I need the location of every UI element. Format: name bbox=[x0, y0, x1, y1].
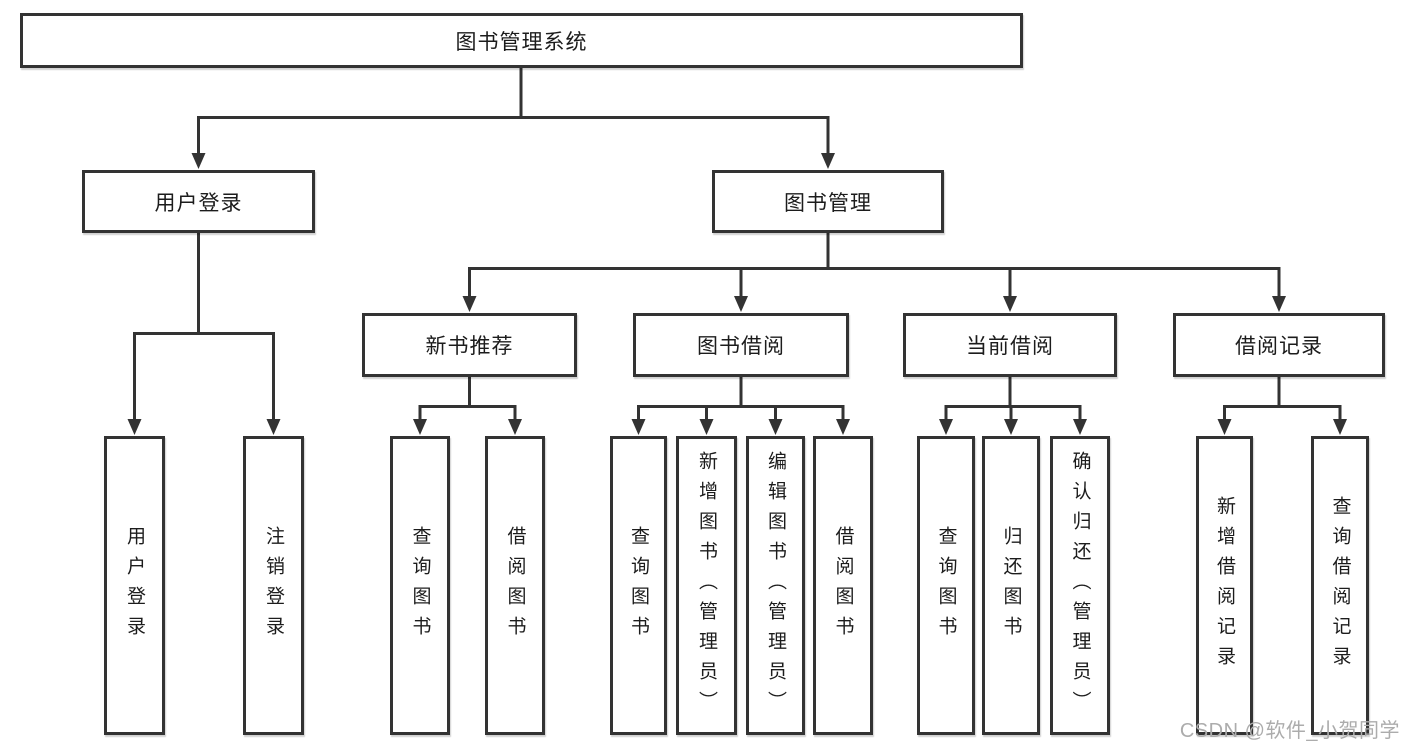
leaf-query-borrow-record: 查询借阅记录 bbox=[1311, 436, 1369, 735]
leaf-user-login-label: 用户登录 bbox=[124, 525, 145, 646]
leaf-newbook-borrow-books: 借阅图书 bbox=[485, 436, 545, 735]
node-user-login: 用户登录 bbox=[82, 170, 315, 233]
connector-book-mgmt-modules bbox=[462, 233, 1286, 312]
leaf-add-books-admin: 新增图书（管理员） bbox=[676, 436, 737, 735]
node-new-book-recommend: 新书推荐 bbox=[362, 313, 577, 377]
node-borrowing-records: 借阅记录 bbox=[1173, 313, 1385, 377]
leaf-edit-books-admin-label: 编辑图书（管理员） bbox=[765, 450, 786, 721]
connector-current-borrow-leaves bbox=[939, 377, 1087, 435]
node-new-book-recommend-label: 新书推荐 bbox=[425, 335, 514, 358]
leaf-newbook-query-books-label: 查询图书 bbox=[409, 525, 431, 646]
leaf-newbook-borrow-books-label: 借阅图书 bbox=[504, 525, 526, 646]
leaf-logout: 注销登录 bbox=[243, 436, 304, 735]
leaf-borrow-query-books: 查询图书 bbox=[610, 436, 667, 735]
node-book-management-label: 图书管理 bbox=[784, 191, 872, 215]
leaf-borrow-books-label: 借阅图书 bbox=[832, 525, 854, 646]
leaf-borrow-books: 借阅图书 bbox=[813, 436, 873, 735]
node-current-borrowing-label: 当前借阅 bbox=[966, 335, 1054, 358]
connector-book-borrow-leaves bbox=[631, 377, 850, 435]
node-borrowing-records-label: 借阅记录 bbox=[1235, 335, 1323, 358]
leaf-current-query-books-label: 查询图书 bbox=[935, 525, 957, 646]
connector-new-book-leaves bbox=[413, 377, 522, 435]
node-current-borrowing: 当前借阅 bbox=[903, 313, 1117, 377]
leaf-add-books-admin-label: 新增图书（管理员） bbox=[696, 450, 717, 721]
leaf-return-books: 归还图书 bbox=[982, 436, 1040, 735]
leaf-borrow-query-books-label: 查询图书 bbox=[628, 525, 649, 646]
connector-user-login-leaves bbox=[127, 233, 281, 435]
node-root-label: 图书管理系统 bbox=[455, 30, 588, 54]
leaf-confirm-return-admin: 确认归还（管理员） bbox=[1050, 436, 1110, 735]
leaf-query-borrow-record-label: 查询借阅记录 bbox=[1329, 495, 1351, 676]
node-book-management: 图书管理 bbox=[712, 170, 944, 233]
leaf-user-login: 用户登录 bbox=[104, 436, 165, 735]
leaf-newbook-query-books: 查询图书 bbox=[390, 436, 450, 735]
leaf-edit-books-admin: 编辑图书（管理员） bbox=[746, 436, 805, 735]
leaf-current-query-books: 查询图书 bbox=[917, 436, 975, 735]
connector-borrow-record-leaves bbox=[1217, 377, 1347, 435]
leaf-add-borrow-record: 新增借阅记录 bbox=[1196, 436, 1253, 735]
leaf-confirm-return-admin-label: 确认归还（管理员） bbox=[1069, 450, 1091, 721]
node-root-system: 图书管理系统 bbox=[20, 13, 1023, 68]
node-user-login-label: 用户登录 bbox=[154, 191, 243, 215]
node-book-borrowing-label: 图书借阅 bbox=[697, 335, 785, 358]
connector-root-to-branches bbox=[191, 68, 835, 169]
leaf-add-borrow-record-label: 新增借阅记录 bbox=[1214, 495, 1235, 676]
leaf-return-books-label: 归还图书 bbox=[1000, 525, 1022, 646]
node-book-borrowing: 图书借阅 bbox=[633, 313, 849, 377]
csdn-watermark: CSDN @软件_小贺同学 bbox=[1179, 720, 1400, 742]
leaf-logout-label: 注销登录 bbox=[263, 525, 284, 646]
